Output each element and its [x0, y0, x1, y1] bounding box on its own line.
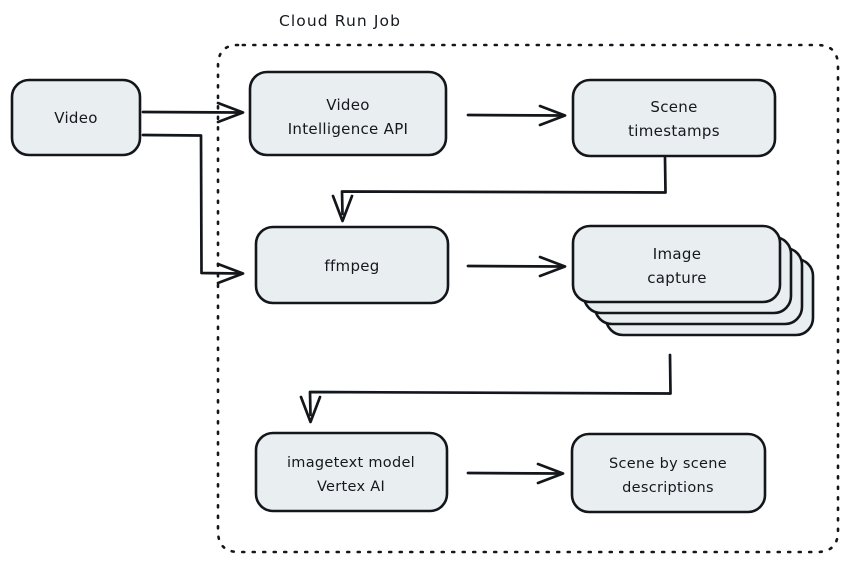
node-video-intelligence-api[interactable]: Video Intelligence API: [248, 70, 448, 157]
group-title-cloud-run-job: Cloud Run Job: [279, 12, 401, 30]
node-video-intelligence-api-label-line1: Video: [326, 96, 370, 114]
node-video-intelligence-api-shape[interactable]: [248, 70, 448, 157]
edge-scene-timestamps-to-ffmpeg: [331, 156, 667, 223]
node-video[interactable]: Video: [10, 78, 142, 157]
node-image-capture[interactable]: Image capture: [571, 224, 815, 337]
edge-video-to-video-intelligence-api: [141, 101, 245, 124]
node-video-intelligence-api-label-line2: Intelligence API: [288, 120, 409, 138]
node-imagetext-model-label-line1: imagetext model: [287, 455, 415, 471]
node-scene-timestamps[interactable]: Scene timestamps: [571, 78, 777, 158]
node-imagetext-model-vertex-ai[interactable]: imagetext model Vertex AI: [254, 431, 449, 513]
node-scene-timestamps-label-line2: timestamps: [628, 122, 720, 140]
edge-api-to-scene-timestamps: [466, 104, 567, 127]
edge-imagetext-model-to-descriptions: [466, 462, 565, 485]
edge-video-to-ffmpeg: [141, 133, 245, 285]
node-scene-timestamps-label-line1: Scene: [650, 98, 697, 116]
node-scene-by-scene-descriptions-label-line2: descriptions: [622, 480, 714, 496]
node-scene-by-scene-descriptions-shape[interactable]: [570, 432, 767, 514]
node-image-capture-label-line2: capture: [647, 269, 707, 287]
node-video-label: Video: [54, 109, 98, 127]
node-imagetext-model-label-line2: Vertex AI: [317, 479, 385, 495]
node-ffmpeg-label: ffmpeg: [324, 257, 379, 275]
edge-image-capture-to-imagetext-model: [299, 353, 672, 424]
node-scene-by-scene-descriptions-label-line1: Scene by scene: [609, 456, 727, 472]
node-ffmpeg-shape[interactable]: [254, 225, 450, 305]
edge-ffmpeg-to-image-capture: [466, 255, 567, 278]
node-scene-timestamps-shape[interactable]: [571, 78, 777, 158]
node-video-shape[interactable]: [10, 78, 142, 157]
node-ffmpeg[interactable]: ffmpeg: [254, 225, 450, 305]
node-image-capture-label-line1: Image: [653, 245, 701, 263]
node-imagetext-model-vertex-ai-shape[interactable]: [254, 431, 449, 513]
node-image-capture-shape[interactable]: [571, 224, 782, 304]
node-scene-by-scene-descriptions[interactable]: Scene by scene descriptions: [570, 432, 767, 514]
